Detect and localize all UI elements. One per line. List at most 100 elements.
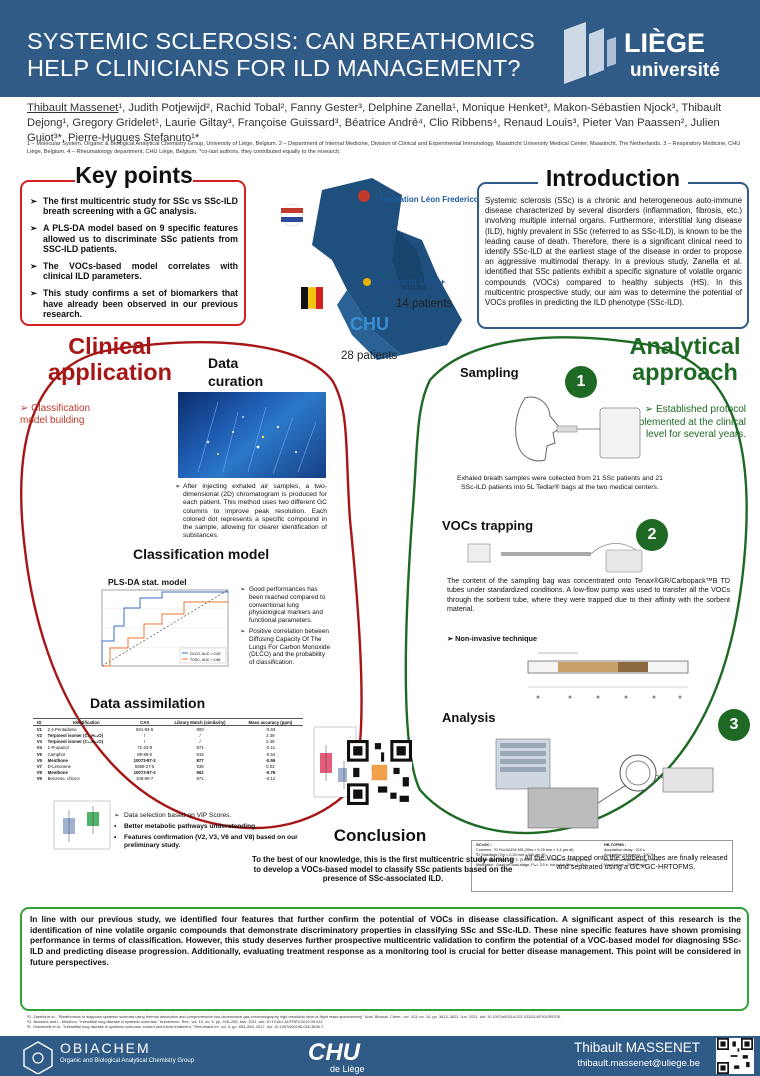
poster-title: SYSTEMIC SCLEROSIS: CAN BREATHOMICS HELP… — [27, 28, 547, 82]
step-number-3: 3 — [718, 709, 750, 741]
hr-spec-line: Acquisition delay : 210 s — [604, 848, 645, 853]
table-cell: Terpineol isomer (C₁₀H₁₈O) — [47, 732, 104, 738]
sampling-heading: Sampling — [460, 365, 519, 380]
introduction-box — [477, 182, 749, 329]
summary-text: In line with our previous study, we iden… — [30, 914, 741, 967]
table-cell: 89-89-0 — [137, 751, 153, 757]
table-cell: 0.03 — [266, 763, 275, 769]
table-cell: V9 — [36, 776, 42, 782]
analytical-title-line-2: approach — [632, 359, 738, 385]
classification-model-heading: Classification model — [133, 546, 270, 562]
gc-specs-title: GC×GC : — [476, 843, 492, 847]
voc-trapping-text: The content of the sampling bag was conc… — [447, 577, 730, 613]
gcxgc-specs: GC×GC : Columns : ¹D Rxi-624Sil MS (30m … — [476, 843, 602, 868]
presenter-email[interactable]: thibault.massenet@uliege.be — [577, 1058, 700, 1069]
hrtofms-specs: HR-TOFMS : Acquisition delay : 210 s Acq… — [604, 843, 730, 868]
breath-sampling-illustration — [515, 396, 641, 462]
trapping-setup-illustration — [467, 543, 643, 573]
obiachem-name: OBIACHEM — [60, 1040, 151, 1056]
analytical-title-line-1: Analytical — [629, 333, 741, 359]
table-cell: 2,4-Pentadiene — [47, 726, 77, 732]
analysis-text: All the VOCs trapped onto the sorbent tu… — [524, 853, 728, 872]
table-header-cell: Mass accuracy (ppm) — [237, 717, 303, 727]
classification-notes: Good performances has been reached compa… — [240, 586, 330, 670]
references: ¹D. Zanella et al., "Breathomics to diag… — [27, 1014, 747, 1030]
table-cell: V8 — [36, 770, 42, 776]
table-cell: 10073-87-3 — [133, 757, 156, 763]
gc-spec-line: ²D Stabilwax (2m × 0.25 mm × 0.5 μm df) — [476, 853, 546, 858]
key-point-item: The first multicentric study for SSc vs … — [30, 196, 238, 216]
clinical-subtitle: Classification model building — [20, 403, 120, 427]
affiliations: 1 – Molecular System, Organic & Biologic… — [27, 141, 741, 155]
footer-banner — [0, 1036, 760, 1076]
analytical-approach-title: Analytical approach — [620, 333, 750, 385]
table-cell: 591-93-5 — [136, 726, 154, 732]
vip-item: Data selection based on VIP Scores. — [114, 812, 314, 820]
chromatogram-image — [178, 392, 326, 478]
table-cell: Menthone — [47, 770, 68, 776]
table-cell: V4 — [36, 745, 42, 751]
roc-legend-tosc: TOSC, AUC = 0.66 — [190, 658, 220, 662]
introduction-heading: Introduction — [538, 165, 688, 195]
key-point-item: This study confirms a set of biomarkers … — [30, 288, 238, 319]
hr-spec-line: Acquisition frequency : 200 Hz — [604, 853, 656, 858]
table-cell: / — [144, 739, 146, 745]
reference-item: ²G. Bussone and L. Mouthon, "Interstitia… — [27, 1019, 324, 1025]
hr-spec-line: Electron ionization energy : 70 eV — [604, 858, 661, 863]
qr-code-center[interactable] — [347, 740, 412, 805]
data-curation-line-2: curation — [208, 373, 264, 389]
voc-trapping-heading: VOCs trapping — [442, 518, 534, 533]
reference-item: ³E. Giacomelli et al., "Interstitial lun… — [27, 1024, 325, 1030]
classification-note: Good performances has been reached compa… — [240, 586, 330, 625]
key-points-heading: Key points — [75, 162, 193, 192]
title-line-1: SYSTEMIC SCLEROSIS: CAN BREATHOMICS — [27, 28, 535, 54]
vip-findings-list: Data selection based on VIP Scores. Bett… — [114, 812, 314, 853]
hr-specs-title: HR-TOFMS : — [604, 843, 627, 847]
table-header-cell: ID — [33, 717, 46, 727]
analytical-subtitle: ➢ Established protocol Implemented at th… — [627, 404, 746, 440]
table-cell: 5989-27-5 — [134, 763, 155, 769]
table-cell: Camphor — [47, 751, 66, 757]
obiachem-logo — [23, 1041, 53, 1074]
fondation-logo-text: Fondation Léon Fredericq — [380, 195, 477, 204]
chu-logo-name: CHU — [308, 1039, 361, 1066]
section-loops — [20, 336, 748, 835]
table-cell: V2 — [36, 732, 42, 738]
table-cell: Terpineol isomer (C₁₀H₁₈O) — [47, 739, 104, 745]
maastricht-logo-text: Maastricht UMC+ — [372, 277, 445, 287]
analysis-heading: Analysis — [442, 710, 496, 725]
table-cell: -0.12 — [265, 776, 276, 782]
liege-university-logo: LIÈGE université — [564, 22, 720, 84]
table-cell: 2.49 — [266, 732, 275, 738]
table-cell: V5 — [36, 751, 42, 757]
table-cell: 877 — [196, 757, 204, 763]
table-cell: -0.11 — [265, 745, 276, 751]
introduction-text: Systemic sclerosis (SSc) is a chronic an… — [485, 196, 742, 308]
table-cell: 10073-87-3 — [133, 770, 156, 776]
data-curation-paragraph: After injecting exhaled air samples, a t… — [175, 483, 327, 540]
gc-spec-line: Modulator : Quad jet dual-stage, Pₘ= 3.5… — [476, 863, 587, 868]
table-cell: V7 — [36, 763, 42, 769]
roc-legend-dlco: DLCO, AUC = 0.82 — [190, 652, 220, 656]
boxplot-small — [53, 800, 111, 850]
qr-code-footer[interactable] — [716, 1038, 754, 1074]
data-assimilation-heading: Data assimilation — [90, 695, 206, 711]
step-number-1: 1 — [565, 366, 597, 398]
sampling-text: Exhaled breath samples were collected fr… — [457, 475, 663, 491]
logo-liege-text: LIÈGE — [624, 27, 705, 58]
vip-item: Better metabolic pathways understanding. — [114, 823, 314, 831]
instrument-specs-box — [471, 840, 733, 892]
table-cell: 938 — [196, 763, 204, 769]
table-cell: 874 — [196, 745, 204, 751]
analytical-subtitle-text: Established protocol Implemented at the … — [627, 404, 746, 440]
summary-box — [20, 907, 749, 1011]
benelux-map: Fondation Léon Fredericq Maastricht UMC+… — [280, 178, 477, 360]
